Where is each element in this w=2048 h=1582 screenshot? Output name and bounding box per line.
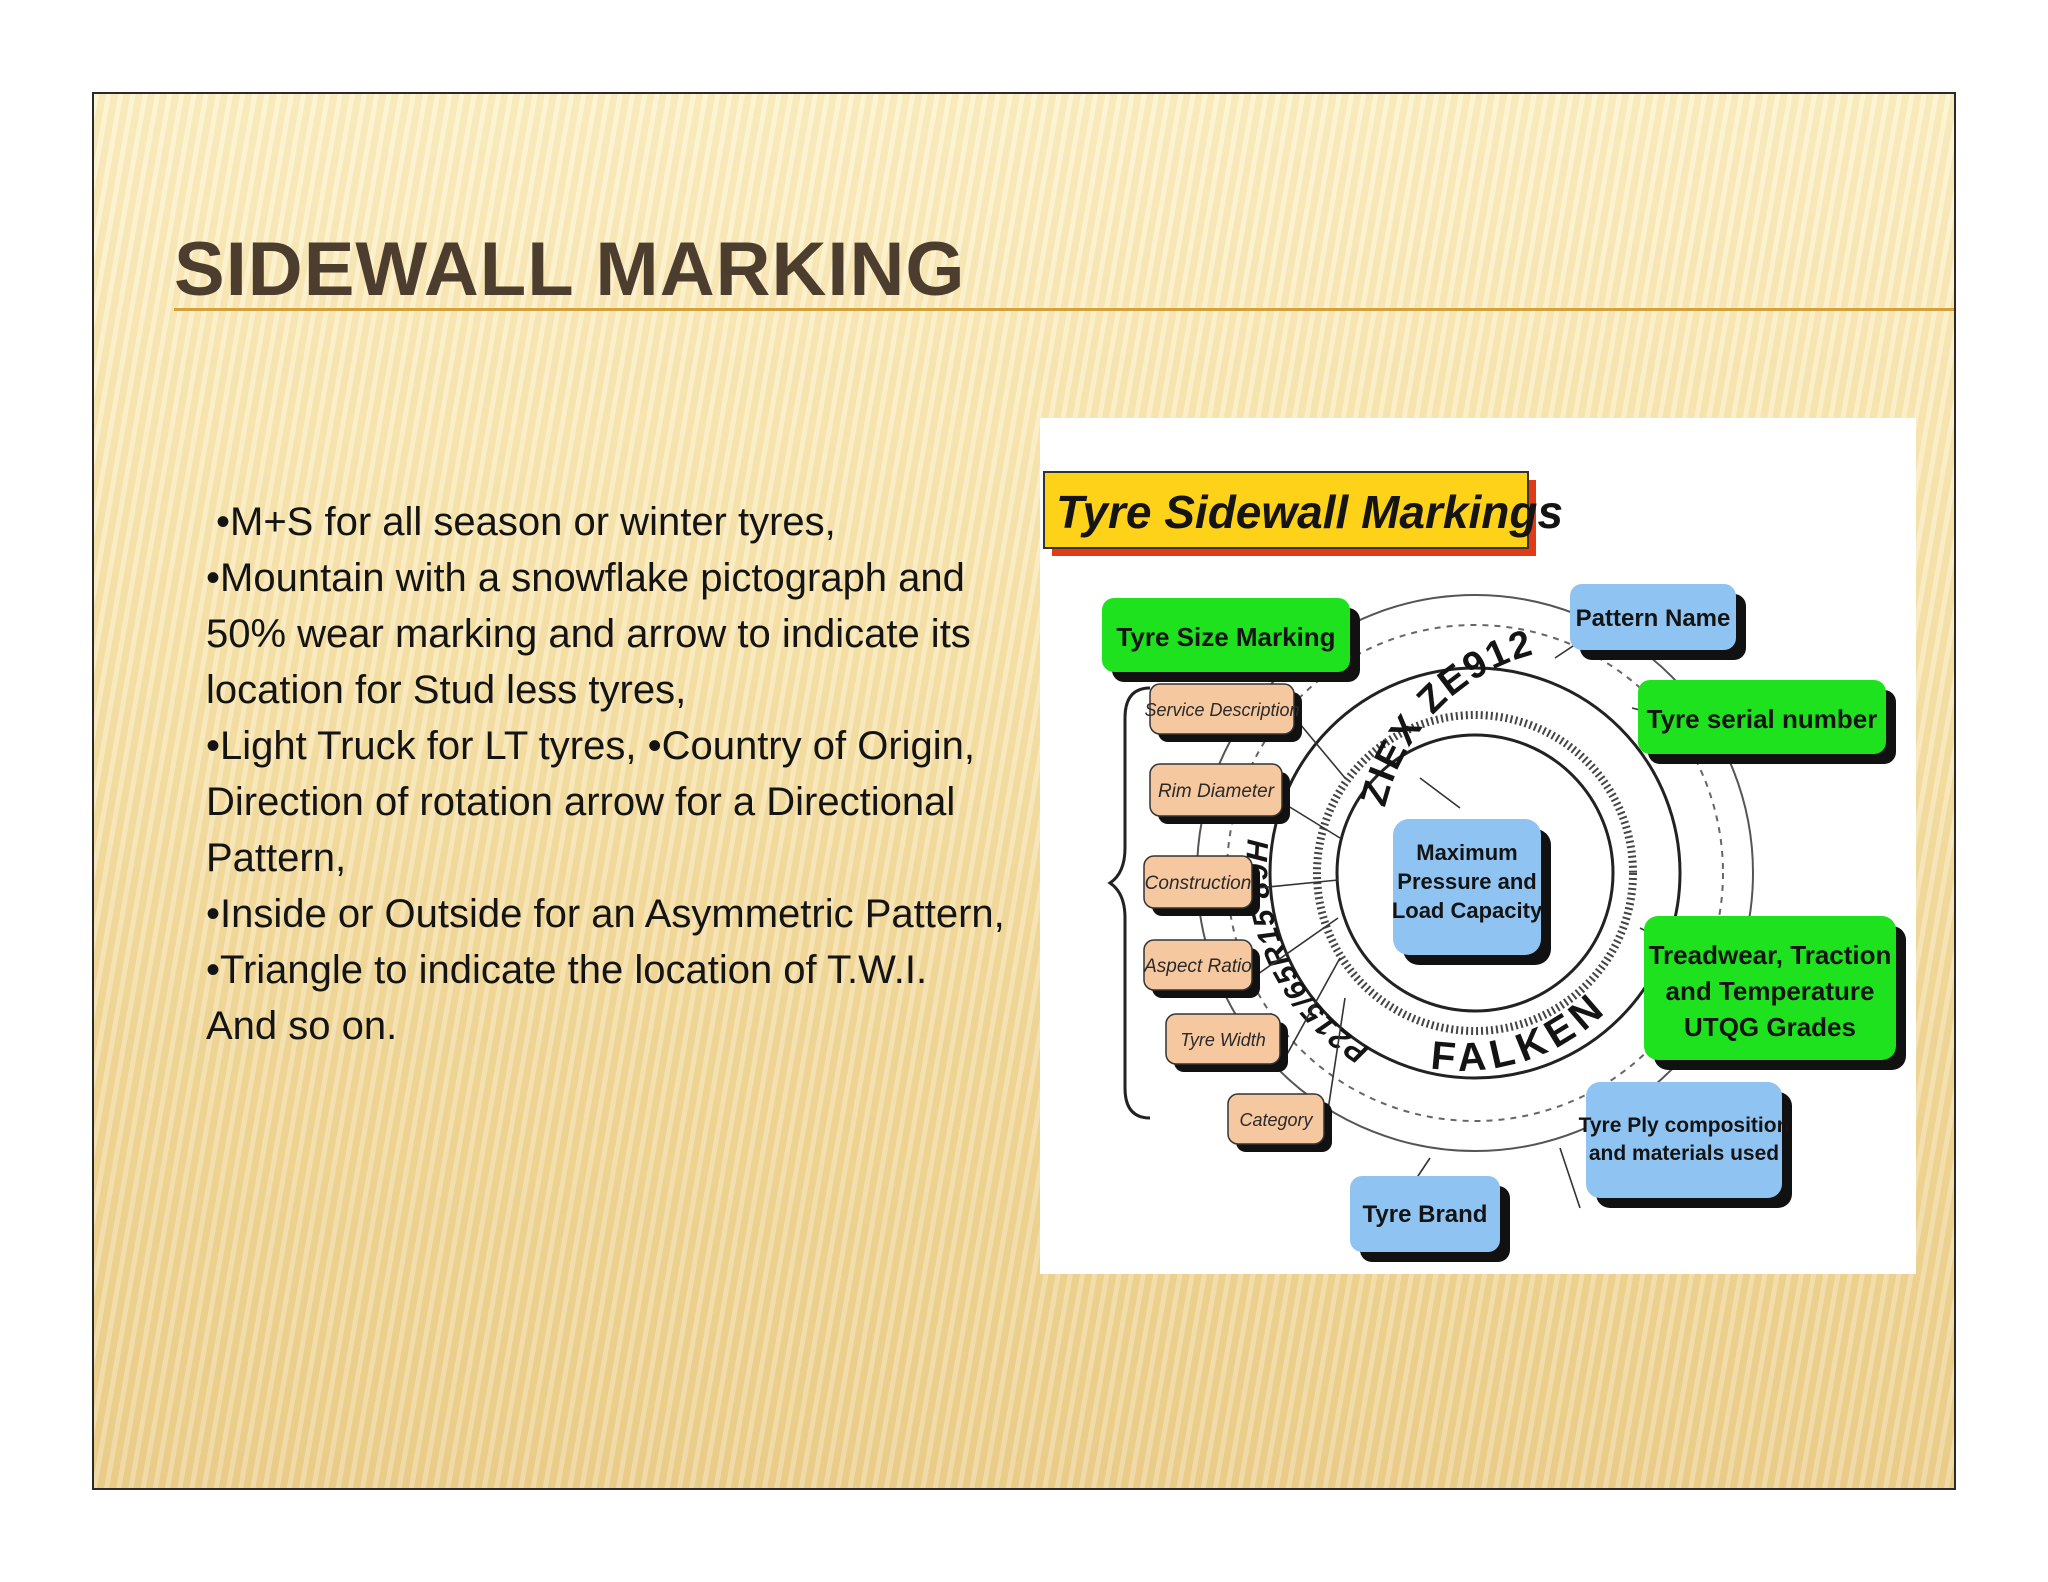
svg-text:Aspect Ratio: Aspect Ratio [1143,956,1252,977]
bullet-inside-outside: •Inside or Outside for an Asymmetric Pat… [206,892,1005,936]
size-components-bracket [1107,686,1151,1120]
slide: SIDEWALL MARKING •M+S for all season or … [92,92,1956,1490]
tyre-brand-box: Tyre Brand [1350,1176,1510,1262]
rim-diameter-box: Rim Diameter [1149,763,1290,824]
diagram-title-banner [1043,471,1529,549]
svg-text:Maximum: Maximum [1416,840,1517,865]
diagram-title: Tyre Sidewall Markings [1056,486,1563,538]
title-underline [174,308,1954,311]
svg-text:UTQG Grades: UTQG Grades [1684,1012,1856,1042]
utqg-grades-box: Treadwear, Traction and Temperature UTQG… [1644,916,1906,1070]
svg-text:Treadwear, Traction: Treadwear, Traction [1649,940,1892,970]
svg-text:Load Capacity: Load Capacity [1392,898,1543,923]
svg-text:Pattern Name: Pattern Name [1576,605,1731,632]
tyre-sidewall-ring [1226,624,1724,1122]
bullet-ms: •M+S for all season or winter tyres, [216,500,836,544]
bullet-triangle-twi: •Triangle to indicate the location of T.… [206,948,928,1048]
tyre-serial-number-box: Tyre serial number [1638,680,1896,764]
pattern-name-box: Pattern Name [1570,584,1746,660]
svg-text:Tyre Ply composition: Tyre Ply composition [1579,1114,1790,1137]
bullet-direction-rotation: Direction of rotation arrow for a Direct… [206,780,956,880]
bullet-mountain-snowflake: •Mountain with a snowflake pictograph an… [206,556,971,712]
svg-text:Service Description: Service Description [1144,700,1299,720]
category-box: Category [1227,1093,1332,1152]
svg-text:Tyre Size Marking: Tyre Size Marking [1116,622,1335,652]
bullet-text-block: •M+S for all season or winter tyres, •Mo… [206,494,1006,1054]
tyre-rim-ring [1335,733,1615,1013]
aspect-ratio-box: Aspect Ratio [1143,939,1260,998]
max-pressure-load-box: Maximum Pressure and Load Capacity [1392,819,1551,965]
svg-text:Rim Diameter: Rim Diameter [1158,781,1275,802]
tyre-diagram-svg: Tyre Sidewall Markings ZIEX ZE912 P215/6… [1043,471,1906,1262]
svg-text:and materials used: and materials used [1589,1142,1779,1165]
bullet-light-truck: •Light Truck for LT tyres, •Country of O… [206,724,976,768]
tyre-size-marking-box: Tyre Size Marking [1102,598,1360,682]
tyre-bead-ring [1313,711,1637,1035]
tyre-width-box: Tyre Width [1165,1013,1288,1072]
service-description-box: Service Description [1144,683,1302,742]
svg-text:Tyre Width: Tyre Width [1180,1030,1266,1050]
svg-text:Pressure and: Pressure and [1397,869,1536,894]
tyre-sidewall-diagram: Tyre Sidewall Markings ZIEX ZE912 P215/6… [1040,418,1916,1274]
svg-text:Category: Category [1239,1110,1313,1130]
svg-text:Tyre Brand: Tyre Brand [1363,1201,1488,1228]
tyre-ply-composition-box: Tyre Ply composition and materials used [1579,1082,1792,1208]
tyre-sidewall-inner [1268,666,1682,1080]
svg-text:and Temperature: and Temperature [1665,976,1874,1006]
slide-title: SIDEWALL MARKING [174,227,966,312]
svg-text:Tyre serial number: Tyre serial number [1647,704,1878,734]
construction-box: Construction [1143,855,1260,916]
svg-text:Construction: Construction [1145,873,1252,894]
